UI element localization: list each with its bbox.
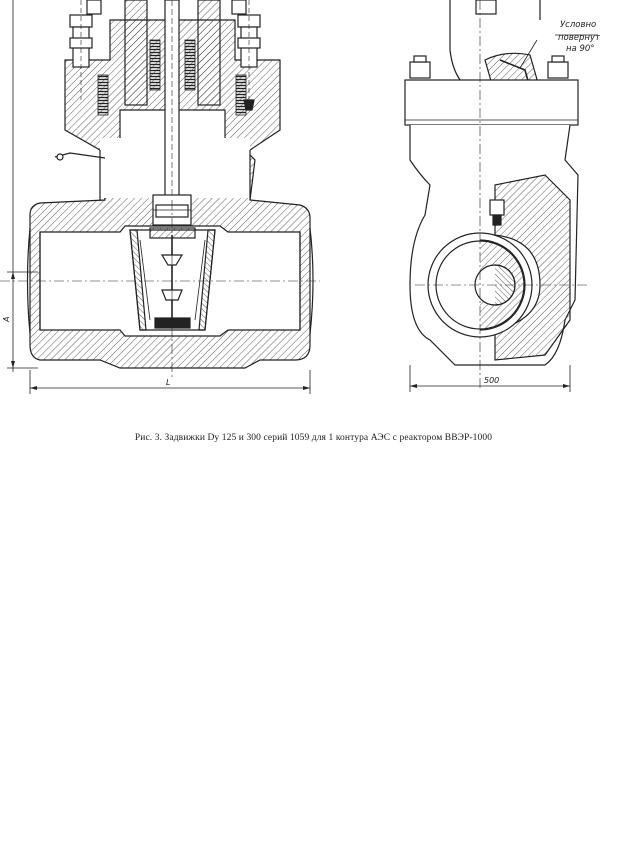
stud-left	[69, 0, 93, 100]
note-line-2: повернут	[558, 33, 601, 43]
figure-caption: Рис. 3. Задвижки Dу 125 и 300 серий 1059…	[134, 433, 493, 443]
note-line-1: Условно	[560, 20, 596, 30]
dimension-A-label: A	[2, 317, 11, 323]
dimension-500-label: 500	[484, 376, 499, 385]
right-side-view	[404, 0, 598, 392]
stud-right	[237, 0, 261, 111]
dimension-L-label: L	[166, 378, 170, 387]
left-section-view	[0, 0, 320, 394]
valve-drawing: Условно повернут на 90° A L 500	[0, 0, 601, 394]
note-line-3: на 90°	[566, 44, 595, 54]
